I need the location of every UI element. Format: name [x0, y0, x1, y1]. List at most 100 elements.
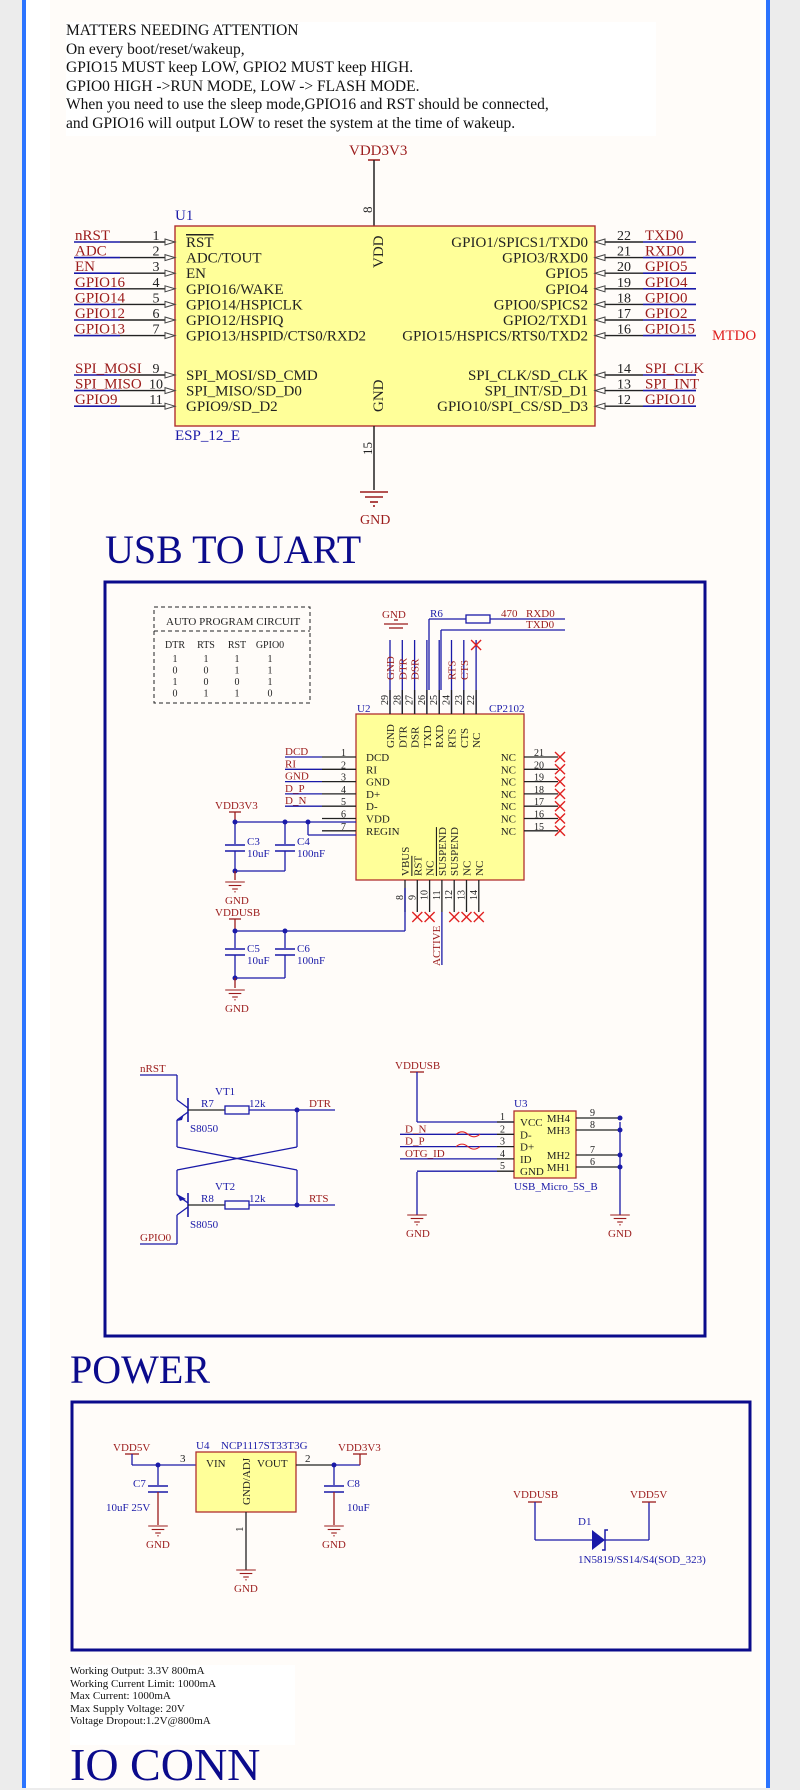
net-label-vdd3v3: VDD3V3: [338, 1442, 381, 1454]
pin-number: 20: [534, 760, 544, 771]
pin-number: 27: [405, 695, 416, 705]
pin-label: CTS: [459, 728, 471, 748]
pin-number: 5: [153, 291, 160, 306]
c5-value: 10uF: [247, 955, 270, 967]
c4-designator: C4: [297, 836, 310, 848]
pin-number: 6: [590, 1157, 595, 1168]
table-cell: 1: [235, 666, 240, 677]
pin-number: 4: [341, 785, 346, 796]
c8-value: 10uF: [347, 1502, 370, 1514]
vout-label: VOUT: [257, 1458, 288, 1470]
pin-number: 11: [149, 393, 162, 408]
pin-label: VCC: [520, 1117, 543, 1129]
power-frame: [70, 1400, 752, 1652]
net-label: D_N: [285, 795, 306, 807]
pin-label: NC: [501, 826, 516, 838]
net-label: SPI_INT: [645, 377, 699, 393]
pin-number: 7: [590, 1145, 595, 1156]
pin-number: 19: [617, 276, 631, 291]
net-label-gnd: GND: [322, 1539, 346, 1551]
net-label: RTS: [447, 660, 459, 680]
c8-designator: C8: [347, 1478, 360, 1490]
pin-label: NC: [462, 861, 474, 876]
usb-micro-connector: [513, 1110, 577, 1179]
vt1-designator: VT1: [215, 1086, 235, 1098]
pin-label: SUSPEND: [449, 827, 461, 876]
pin-label: VBUS: [400, 847, 412, 876]
pin-label: NC: [501, 752, 516, 764]
pin-number: 1: [341, 748, 346, 759]
pin-label: SPI_INT/SD_D1: [485, 384, 588, 400]
net-label-gnd: GND: [360, 513, 390, 528]
r6-designator: R6: [430, 608, 443, 620]
attention-note: MATTERS NEEDING ATTENTION On every boot/…: [66, 22, 656, 136]
net-label-gnd: GND: [382, 609, 406, 621]
pin-label: GND: [385, 724, 397, 748]
pin-label: EN: [186, 266, 206, 282]
pin-number: 18: [617, 291, 631, 306]
power-section: VDD5V 3 C7 10uF 25V GND U4 NCP1117ST33T3…: [70, 1400, 752, 1652]
cp2102-chip: [355, 713, 525, 881]
pin-number: 14: [617, 362, 631, 377]
pin-label: SPI_MOSI/SD_CMD: [186, 368, 318, 384]
net-label: GPIO0: [645, 290, 688, 306]
cp2102-top-pins: 29GNDGND28DTRDTR27DSRDSR26TXD25RXD24RTSR…: [380, 639, 483, 748]
pin-label: DSR: [410, 726, 422, 748]
c6-designator: C6: [297, 943, 310, 955]
net-label: RXD0: [645, 244, 684, 260]
pin-number: 25: [429, 695, 440, 705]
pin-number: 17: [617, 307, 631, 322]
pin-number: 10: [149, 378, 163, 393]
net-label: GPIO13: [75, 322, 125, 338]
pin-label: GPIO4: [545, 282, 588, 298]
table-cell: 0: [204, 666, 209, 677]
pin-number: 14: [469, 890, 480, 900]
net-label-gnd: GND: [146, 1539, 170, 1551]
pin-number: 9: [407, 895, 418, 900]
pin-label: GPIO10/SPI_CS/SD_D3: [437, 399, 588, 415]
table-cell: 1: [268, 677, 273, 688]
net-label-vdd5v: VDD5V: [630, 1489, 667, 1501]
pin-number: 1: [153, 229, 160, 244]
pin-label: GND: [520, 1166, 544, 1178]
gnd-adj-label: GND/ADJ: [241, 1457, 253, 1505]
pin-number: 21: [617, 245, 631, 260]
pin-label: ADC/TOUT: [186, 251, 262, 267]
regulator-chip: [195, 1451, 297, 1513]
net-label: GPIO9: [75, 392, 118, 408]
spec-line: Max Current: 1000mA: [70, 1690, 171, 1703]
net-label-vddusb: VDDUSB: [215, 907, 260, 919]
net-label-vdd3v3: VDD3V3: [215, 800, 258, 812]
net-label: SPI_CLK: [645, 361, 704, 377]
table-cell: 0: [268, 689, 273, 700]
pin-label: GPIO13/HSPID/CTS0/RXD2: [186, 329, 366, 345]
pin-number: 1: [234, 1527, 246, 1533]
attention-line: GPIO15 MUST keep LOW, GPIO2 MUST keep HI…: [66, 59, 414, 77]
net-label-vddusb: VDDUSB: [513, 1489, 558, 1501]
